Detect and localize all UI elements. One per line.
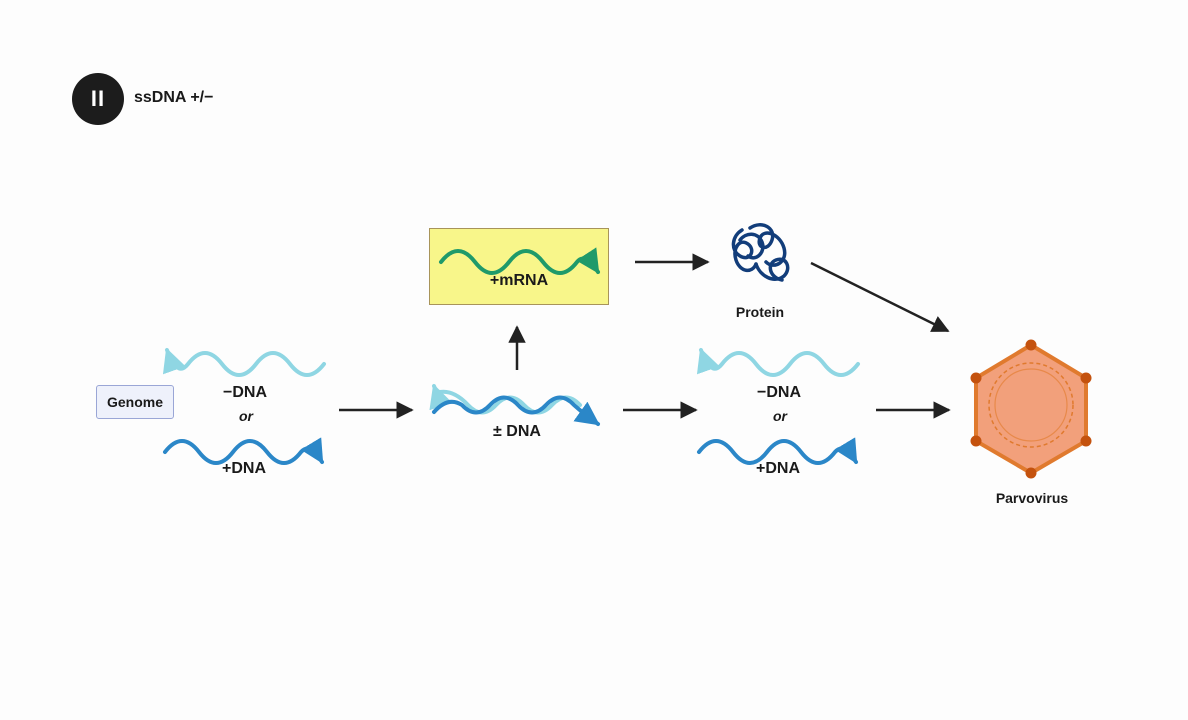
pm-dna-label: ± DNA (493, 423, 541, 440)
class-badge: II (72, 73, 124, 125)
ds-minus-strand (429, 383, 582, 415)
protein-icon (731, 223, 790, 282)
arrow-protein-to-virus (810, 261, 950, 333)
genome-or-label: or (239, 408, 253, 424)
class-title: ssDNA +/− (134, 89, 214, 106)
progeny-plus-dna-label: +DNA (755, 460, 801, 477)
genome-plus-dna-label: +DNA (221, 460, 267, 477)
parvovirus-icon (970, 339, 1092, 479)
genome-button[interactable]: Genome (96, 385, 174, 419)
genome-minus-dna-label: −DNA (222, 384, 268, 401)
genome-plus-strand (163, 437, 324, 465)
mrna-label: +mRNA (489, 272, 549, 289)
protein-label: Protein (735, 304, 785, 320)
mrna-strand (439, 247, 600, 275)
genome-minus-strand (162, 347, 326, 377)
progeny-or-label: or (773, 408, 787, 424)
ds-plus-strand (432, 395, 600, 426)
parvovirus-label: Parvovirus (995, 490, 1069, 506)
progeny-plus-strand (697, 437, 858, 465)
progeny-minus-strand (696, 347, 860, 377)
progeny-minus-dna-label: −DNA (756, 384, 802, 401)
